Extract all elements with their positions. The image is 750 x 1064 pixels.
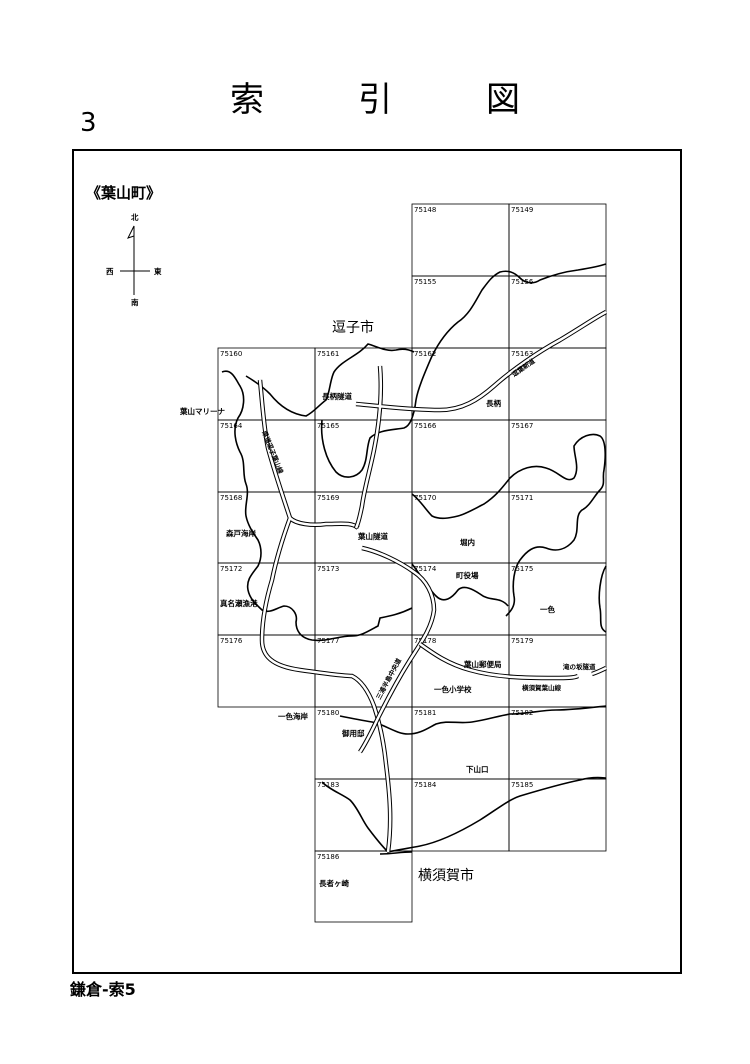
compass-south: 南 — [131, 297, 139, 307]
cell-id: 75178 — [414, 637, 436, 645]
compass-west: 西 — [106, 267, 114, 276]
cell-id: 75160 — [220, 350, 242, 358]
cell-id: 75179 — [511, 637, 533, 645]
grid-cell[interactable] — [314, 850, 413, 923]
cell-id: 75156 — [511, 278, 534, 286]
place-label: 一色 — [540, 604, 555, 614]
isshiki-boundary — [598, 565, 607, 633]
cell-id: 75163 — [511, 350, 533, 358]
grid-cell[interactable] — [411, 778, 510, 852]
cell-id: 75161 — [317, 350, 339, 358]
cell-id: 75181 — [414, 709, 436, 717]
place-label: 長柄隧道 — [322, 391, 352, 401]
cell-id: 75167 — [511, 422, 533, 430]
place-labels: 長柄隧道 長柄 葉山マリーナ 森戸海岸 真名瀬漁港 葉山隧道 堀内 町役場 一色… — [179, 356, 596, 888]
town-label: 《葉山町》 — [86, 184, 162, 202]
cell-id: 75175 — [511, 565, 533, 573]
grid-cell[interactable] — [508, 419, 607, 493]
cell-id: 75185 — [511, 781, 533, 789]
cell-id: 75149 — [511, 206, 533, 214]
grid-cell[interactable] — [217, 491, 316, 564]
grid-cell[interactable] — [508, 634, 607, 708]
place-label: 長柄 — [486, 398, 501, 408]
place-label: 真名瀬漁港 — [220, 598, 258, 608]
cell-id: 75169 — [317, 494, 339, 502]
grid-cell[interactable] — [508, 275, 607, 349]
coastline — [221, 370, 413, 642]
zushi-boundary-west — [245, 343, 415, 417]
cell-id: 75165 — [317, 422, 339, 430]
city-zushi: 逗子市 — [332, 319, 374, 336]
title-char: 索 — [230, 80, 264, 120]
cell-ids: 75148 75149 75155 75156 75160 75161 7516… — [220, 206, 534, 861]
cell-id: 75148 — [414, 206, 436, 214]
title-char: 図 — [486, 80, 520, 120]
city-yokosuka: 横須賀市 — [418, 867, 474, 884]
grid-cell[interactable] — [217, 347, 316, 421]
page-title: 索 引 図 — [230, 72, 520, 122]
place-label: 一色小学校 — [434, 684, 472, 694]
page-number: 3 — [80, 108, 97, 138]
cell-id: 75176 — [220, 637, 243, 645]
cell-id: 75180 — [317, 709, 339, 717]
cell-id: 75170 — [414, 494, 436, 502]
shimoyamaguchi-boundary — [321, 776, 607, 853]
place-label: 御用邸 — [341, 728, 365, 738]
cell-id: 75184 — [414, 781, 437, 789]
cell-id: 75172 — [220, 565, 242, 573]
place-label: 葉山郵便局 — [463, 659, 502, 669]
cell-id: 75171 — [511, 494, 533, 502]
zushi-boundary-middle — [320, 263, 607, 478]
grid-cell[interactable] — [508, 778, 607, 852]
grid-cell[interactable] — [314, 562, 413, 636]
place-label: 堀内 — [460, 537, 475, 547]
grid-cell[interactable] — [314, 778, 413, 852]
place-label: 長者ヶ崎 — [319, 878, 349, 888]
footer-page-ref: 鎌倉-索5 — [70, 980, 136, 999]
grid-cell[interactable] — [314, 419, 413, 493]
cell-id: 75173 — [317, 565, 339, 573]
cell-id: 75166 — [414, 422, 437, 430]
place-label: 森戸海岸 — [226, 528, 256, 538]
cell-id: 75174 — [414, 565, 437, 573]
cell-id: 75183 — [317, 781, 339, 789]
yokosuka-boundary — [379, 851, 413, 855]
grid-cell[interactable] — [411, 275, 510, 349]
map-frame — [72, 149, 682, 974]
cell-id: 75155 — [414, 278, 436, 286]
cell-id: 75162 — [414, 350, 436, 358]
cell-id: 75168 — [220, 494, 242, 502]
grid-cell[interactable] — [508, 706, 607, 780]
grid-cell[interactable] — [411, 491, 510, 564]
compass-east: 東 — [154, 266, 162, 276]
grid-cell[interactable] — [411, 203, 510, 277]
compass-north: 北 — [131, 212, 139, 222]
place-label: 一色海岸 — [278, 711, 308, 721]
title-char: 引 — [358, 80, 392, 120]
cell-id: 75186 — [317, 853, 340, 861]
grid-cell[interactable] — [411, 419, 510, 493]
place-label: 町役場 — [456, 570, 479, 580]
grid-cell[interactable] — [411, 634, 510, 708]
inner-boundary-east — [411, 433, 606, 617]
compass: 北 南 東 西 — [106, 212, 162, 307]
place-label: 葉山マリーナ — [179, 406, 225, 416]
grid-cell[interactable] — [508, 562, 607, 636]
place-label: 下山口 — [466, 764, 489, 774]
grid-cell[interactable] — [508, 491, 607, 564]
place-label: 横須賀葉山線 — [522, 683, 562, 692]
place-label: 葉山隧道 — [357, 531, 388, 541]
grid-cell[interactable] — [508, 203, 607, 277]
cell-id: 75177 — [317, 637, 339, 645]
cell-id: 75164 — [220, 422, 243, 430]
grid-cell[interactable] — [508, 347, 607, 421]
roads — [257, 309, 608, 853]
north-arrow-icon — [127, 225, 135, 239]
place-label: 滝の坂隧道 — [563, 662, 596, 671]
